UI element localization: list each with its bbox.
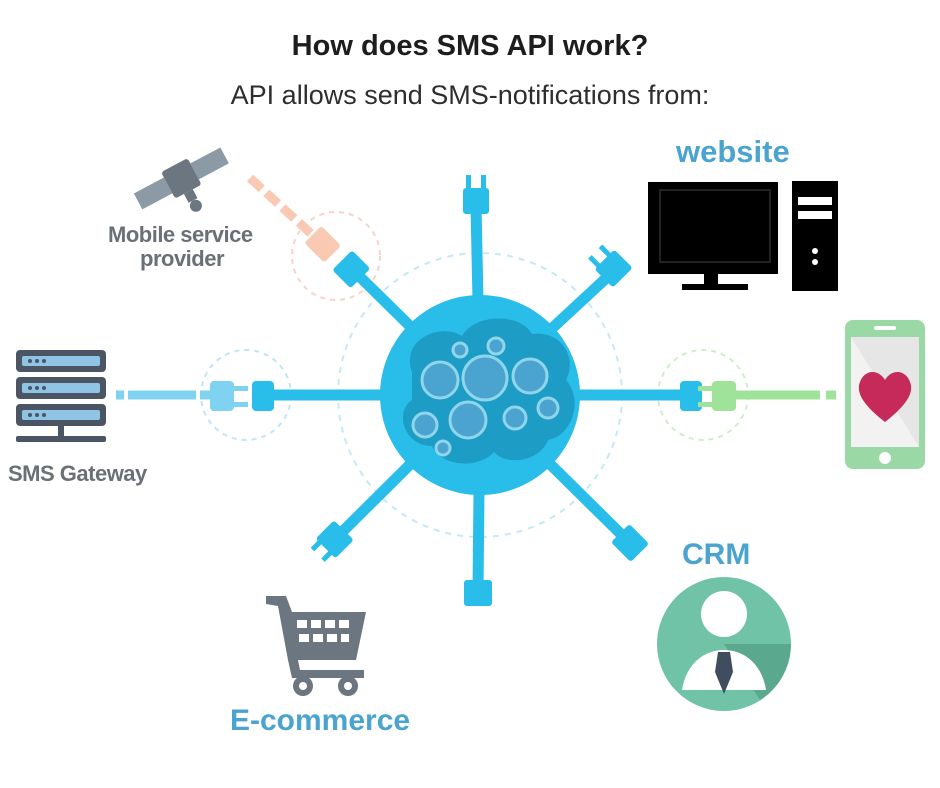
- server-icon: [16, 350, 106, 442]
- mobile-provider-cable: [246, 174, 340, 262]
- label-website: website: [676, 134, 790, 169]
- gears-brain-icon: [402, 318, 575, 464]
- plug-icon: [252, 175, 702, 606]
- connector-ring-mobile: [291, 211, 381, 301]
- satellite-icon: [133, 147, 229, 212]
- desktop-computer-icon: [648, 181, 838, 291]
- shopping-cart-icon: [266, 596, 366, 696]
- gateway-cable: [116, 381, 248, 411]
- phone-cable: [698, 381, 838, 411]
- label-ecommerce: E-commerce: [230, 704, 411, 737]
- label-crm: CRM: [682, 538, 751, 571]
- page-title: How does SMS API work?: [291, 30, 649, 62]
- label-mobile-provider-line1: Mobile service: [108, 222, 253, 247]
- label-mobile-provider-line2: provider: [140, 246, 225, 271]
- crm-user-icon: [657, 577, 791, 711]
- label-sms-gateway: SMS Gateway: [8, 461, 147, 486]
- page-subtitle: API allows send SMS-notifications from:: [230, 80, 710, 110]
- smartphone-icon: [845, 320, 925, 469]
